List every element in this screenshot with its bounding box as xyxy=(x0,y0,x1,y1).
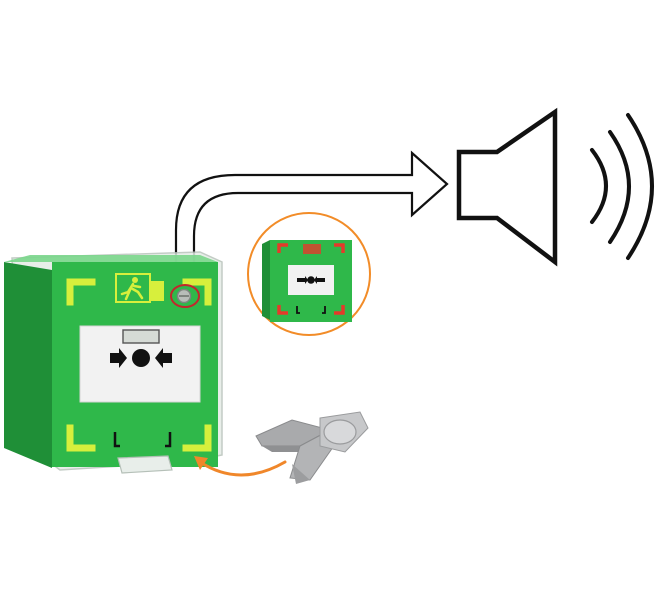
cover-bottom-clip xyxy=(117,455,173,474)
inset-detail xyxy=(247,212,371,336)
sound-waves-icon xyxy=(590,113,654,260)
corner-markers xyxy=(66,278,212,452)
exit-sign-side-panel xyxy=(150,281,164,301)
call-point-device xyxy=(4,251,223,474)
speaker-icon xyxy=(456,107,558,267)
signal-arrow-icon xyxy=(174,150,449,287)
running-man-exit-icon xyxy=(115,273,151,303)
status-display xyxy=(122,329,160,344)
device-top-edge xyxy=(4,255,218,262)
device-side-face xyxy=(4,262,52,468)
press-arrows-icon xyxy=(110,348,172,368)
curved-arrow-icon xyxy=(194,456,287,477)
reset-slots xyxy=(113,432,172,448)
reset-key-icon xyxy=(255,411,369,484)
screw xyxy=(170,284,200,308)
